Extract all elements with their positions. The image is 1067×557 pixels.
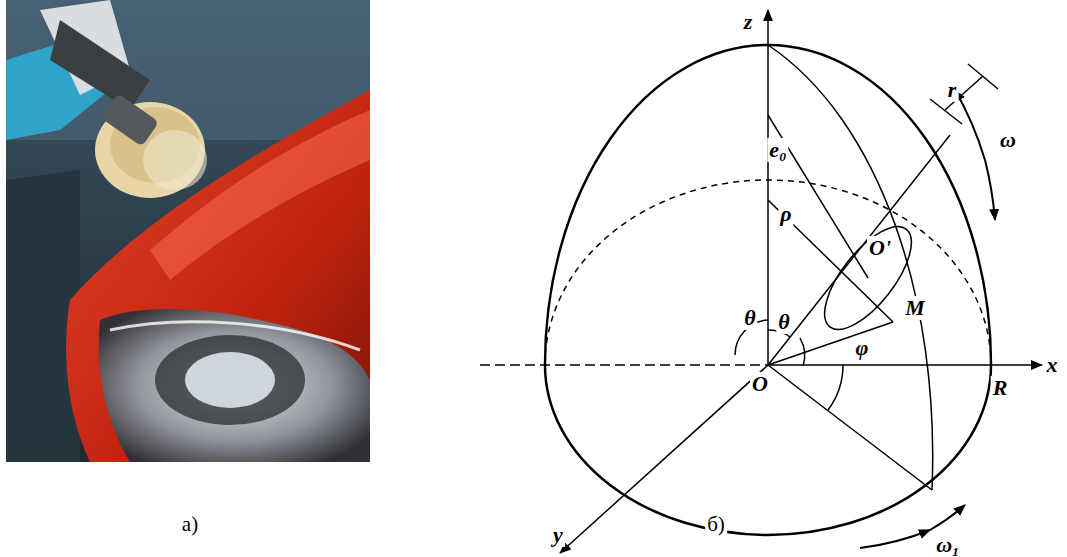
angle-label: φ bbox=[854, 336, 871, 360]
point-label: M bbox=[903, 296, 927, 320]
angular-velocity-label: ω bbox=[998, 128, 1018, 152]
angle-label: θ bbox=[742, 306, 757, 330]
dimension-label: r bbox=[946, 78, 959, 102]
angular-velocity-label: ω₁ bbox=[934, 533, 962, 557]
vector-label: e₀ bbox=[767, 138, 788, 162]
axis-label: x bbox=[1045, 353, 1060, 377]
point-label: O' bbox=[867, 236, 893, 260]
radius-label: ρ bbox=[778, 202, 793, 226]
axis-label: y bbox=[551, 523, 565, 547]
radius-label: R bbox=[991, 376, 1010, 400]
point-label: O bbox=[750, 372, 770, 396]
car-polishing-photo bbox=[6, 0, 370, 462]
angle-label: θ bbox=[776, 310, 791, 334]
hemisphere-diagram bbox=[480, 10, 1042, 553]
axis-label: z bbox=[742, 10, 755, 34]
figure-caption: а) bbox=[180, 513, 200, 536]
figure-caption: б) bbox=[705, 513, 727, 536]
